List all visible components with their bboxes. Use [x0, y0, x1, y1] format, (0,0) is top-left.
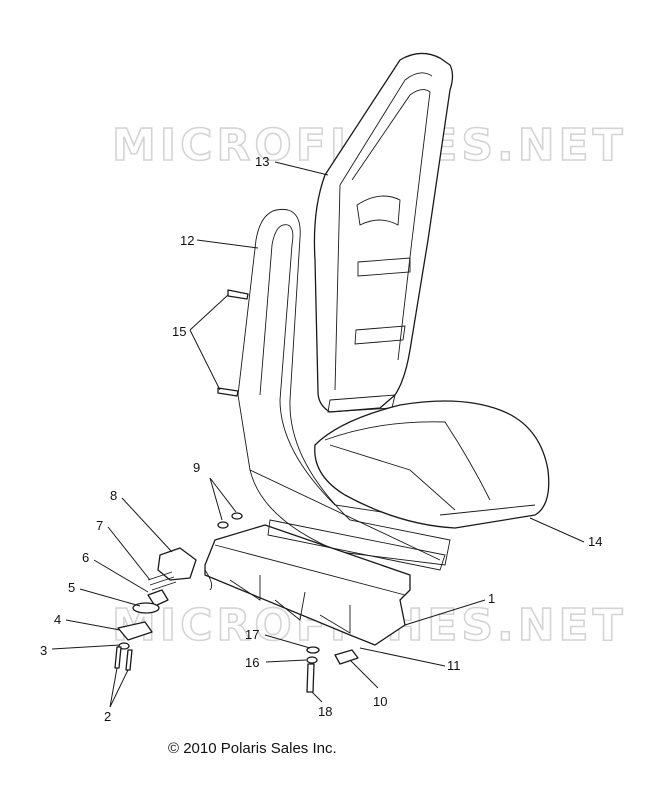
- bracket-part-4: [117, 621, 153, 641]
- callout-3: 3: [40, 643, 47, 658]
- callout-17: 17: [245, 627, 259, 642]
- nut-part-9a: [217, 521, 229, 529]
- callout-16: 16: [245, 655, 259, 670]
- washer-part-5: [132, 602, 160, 614]
- copyright-text: © 2010 Polaris Sales Inc.: [168, 740, 337, 757]
- washer-part-17: [306, 646, 320, 654]
- callout-5: 5: [68, 580, 75, 595]
- bolt-part-18: [306, 663, 315, 693]
- callout-7: 7: [96, 518, 103, 533]
- seat-cushion-part-14: [314, 400, 550, 529]
- spring-part-7: [147, 571, 177, 591]
- nut-part-9b: [231, 512, 243, 520]
- bolt-part-2b: [125, 649, 133, 671]
- callout-6: 6: [82, 550, 89, 565]
- callout-18: 18: [318, 704, 332, 719]
- pad-part-10: [334, 649, 359, 665]
- clip-part-6: [147, 589, 169, 607]
- callout-12: 12: [180, 233, 194, 248]
- bolt-part-2a: [114, 646, 122, 669]
- bolt-part-15b: [217, 387, 239, 397]
- callout-9: 9: [193, 460, 200, 475]
- seat-back-part-13: [313, 52, 454, 413]
- callout-4: 4: [54, 612, 61, 627]
- seat-frame-part-12: [237, 208, 451, 566]
- callout-8: 8: [110, 488, 117, 503]
- callout-13: 13: [255, 154, 269, 169]
- latch-housing-part-8: [157, 547, 197, 581]
- callout-15: 15: [172, 324, 186, 339]
- nut-part-16: [306, 656, 318, 664]
- callout-14: 14: [588, 534, 602, 549]
- callout-11: 11: [447, 658, 461, 673]
- callout-2: 2: [104, 709, 111, 724]
- leader-lines: [51, 161, 585, 708]
- bolt-part-15a: [227, 289, 249, 300]
- strip-part-11: [267, 519, 446, 571]
- seat-base-part-1: [204, 524, 411, 646]
- callout-1: 1: [488, 591, 495, 606]
- callout-10: 10: [373, 694, 387, 709]
